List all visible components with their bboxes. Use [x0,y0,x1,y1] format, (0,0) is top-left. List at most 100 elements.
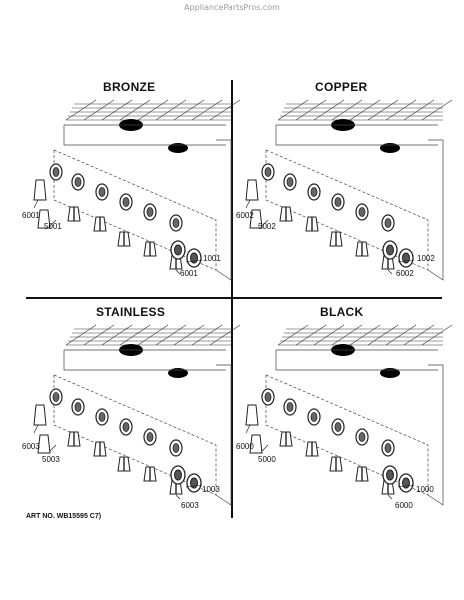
label-cap: 6002 [396,269,414,278]
detached-knob [249,434,263,454]
range-illustration [245,324,453,506]
range-illustration [33,99,241,281]
detached-knob [245,404,259,426]
detached-knob [249,209,263,229]
burner-icon [168,368,188,378]
knob-center [334,197,342,207]
leader-line [261,219,269,227]
knob-center [172,443,180,453]
range-body [277,324,453,346]
range-side [215,364,232,506]
leader-line [185,259,203,263]
detached-knob [245,179,259,201]
detached-knob [33,179,47,201]
knob-center [310,187,318,197]
knob-center [52,392,60,402]
panel-black: BLACK 6000 5000 1000 6000 [236,305,453,520]
range-side [427,364,444,506]
bezel-center [174,244,182,256]
burner-icon [380,368,400,378]
leader-line [261,444,269,452]
knob-center [264,167,272,177]
label-ring: 1001 [203,254,221,263]
leader-line [387,494,393,500]
panel-title: BRONZE [103,80,156,94]
leader-line [387,269,393,275]
label-knob: 6002 [236,211,254,220]
cooktop-edge [275,349,438,371]
detached-knob [37,209,51,229]
horizontal-divider [26,297,442,299]
leader-line [49,444,57,452]
panel-title: COPPER [315,80,368,94]
cooktop-edge [63,124,226,146]
knob-center [98,187,106,197]
knob-center [52,167,60,177]
leader-line [245,199,251,209]
knob-center [122,422,130,432]
burner-icon [380,143,400,153]
label-knob: 6003 [22,442,40,451]
bezel-center [386,244,394,256]
knob-center [334,422,342,432]
panel-stainless: STAINLESS 6003 5003 1003 6003 [22,305,241,520]
leader-line [397,484,415,488]
panel-title: STAINLESS [96,305,166,319]
knob-center [286,177,294,187]
vertical-divider [231,80,233,518]
range-side [427,139,444,281]
knob-center [74,402,82,412]
range-illustration [245,99,453,281]
bezel-center [386,469,394,481]
panel-bronze: BRONZE 6001 5001 1001 6001 [22,80,241,295]
knob-center [358,207,366,217]
knob-center [384,218,392,228]
watermark: AppliancePartsPros.com [184,3,280,12]
leader-line [33,424,39,434]
panel-title: BLACK [320,305,364,319]
leader-line [175,494,181,500]
range-body [65,99,241,121]
label-knob: 6000 [236,442,254,451]
knob-center [74,177,82,187]
label-bezel: 5002 [258,222,276,231]
range-body [65,324,241,346]
panel-copper: COPPER 6002 5002 1002 6002 [236,80,453,295]
knob-center [286,402,294,412]
knob-center [146,432,154,442]
label-bezel: 5003 [42,455,60,464]
detached-knob [37,434,51,454]
label-cap: 6001 [180,269,198,278]
leader-line [397,259,415,263]
bezel-center [174,469,182,481]
leader-line [33,199,39,209]
cooktop-edge [275,124,438,146]
cooktop-edge [63,349,226,371]
knob-center [358,432,366,442]
knob-center [172,218,180,228]
leader-line [185,484,203,488]
label-bezel: 5001 [44,222,62,231]
art-number: ART NO. WB15595 C7) [26,513,102,520]
range-illustration [33,324,241,506]
label-bezel: 5000 [258,455,276,464]
knob-center [264,392,272,402]
leader-line [49,219,57,227]
burner-icon [168,143,188,153]
knob-center [384,443,392,453]
detached-knob [33,404,47,426]
label-ring: 1000 [416,485,434,494]
leader-line [175,269,181,275]
label-ring: 1003 [202,485,220,494]
leader-line [245,424,251,434]
range-side [215,139,232,281]
knob-center [310,412,318,422]
label-cap: 6003 [181,501,199,510]
knob-center [146,207,154,217]
range-body [277,99,453,121]
label-cap: 6000 [395,501,413,510]
label-knob: 6001 [22,211,40,220]
knob-center [122,197,130,207]
knob-center [98,412,106,422]
label-ring: 1002 [417,254,435,263]
